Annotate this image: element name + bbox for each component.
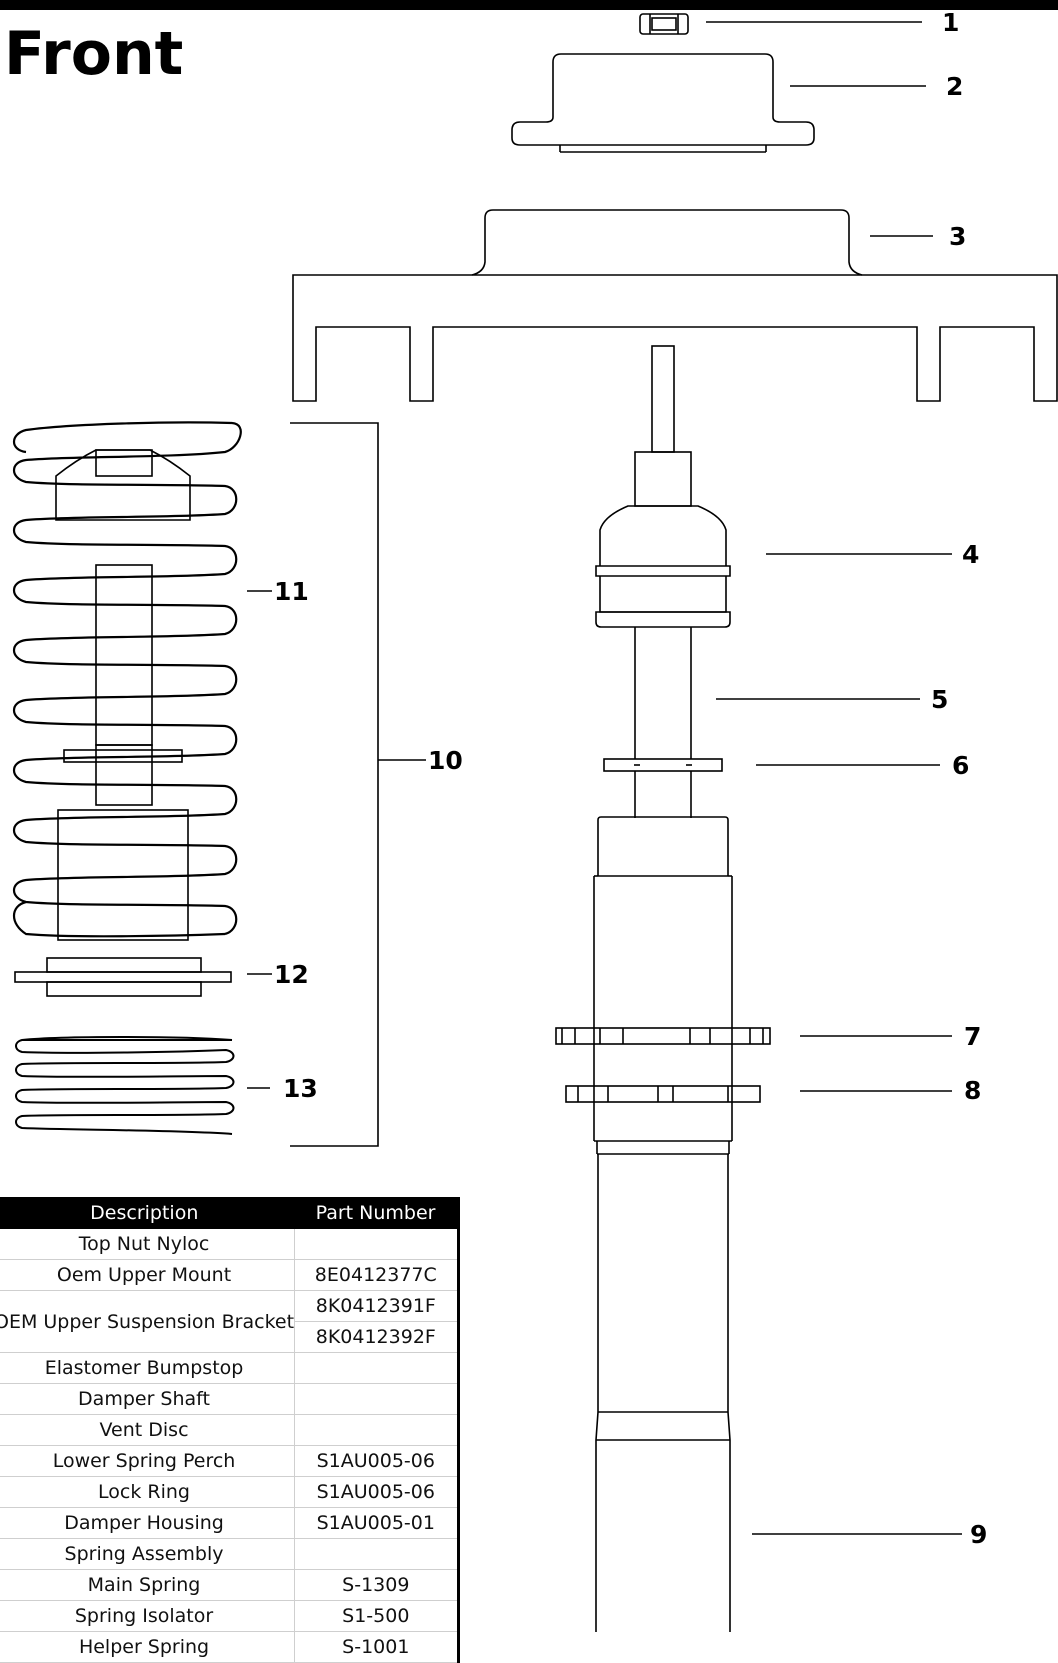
table-row: Damper Shaft (0, 1383, 460, 1415)
callout-11: 11 (274, 577, 309, 606)
vent-disc (603, 758, 723, 772)
callout-2: 2 (946, 72, 963, 101)
row-part-number (294, 1383, 460, 1415)
row-description: Main Spring (0, 1569, 296, 1601)
row-part-number: S-1309 (294, 1569, 460, 1601)
table-row: Main Spring S-1309 (0, 1569, 460, 1601)
table-row: Top Nut Nyloc (0, 1229, 460, 1260)
parts-table-header: Description Part Number (0, 1197, 460, 1229)
row-part-number: 8K0412391F (294, 1290, 460, 1322)
row-part-number: S1AU005-06 (294, 1476, 460, 1508)
callout-6: 6 (952, 751, 969, 780)
damper-housing (593, 816, 733, 1632)
table-row: 8K0412392F (0, 1321, 460, 1353)
table-row: Spring Assembly (0, 1538, 460, 1570)
table-row: Helper Spring S-1001 (0, 1631, 460, 1663)
row-description: Lock Ring (0, 1476, 296, 1508)
row-part-number: S1AU005-06 (294, 1445, 460, 1477)
table-row: Damper Housing S1AU005-01 (0, 1507, 460, 1539)
row-description: Lower Spring Perch (0, 1445, 296, 1477)
row-part-number (294, 1414, 460, 1446)
top-border (0, 0, 1058, 10)
lock-ring (565, 1085, 761, 1103)
table-row: Elastomer Bumpstop (0, 1352, 460, 1384)
page-title: Front (4, 19, 184, 89)
top-nut-nyloc (639, 13, 689, 35)
callout-10: 10 (428, 746, 463, 775)
lower-spring-perch (555, 1027, 771, 1045)
upper-mount (511, 53, 815, 153)
row-description: Elastomer Bumpstop (0, 1352, 296, 1384)
header-description: Description (0, 1197, 295, 1229)
row-part-number (294, 1538, 460, 1570)
callout-5: 5 (931, 685, 948, 714)
header-part-number: Part Number (294, 1197, 460, 1229)
row-description: Spring Assembly (0, 1538, 296, 1570)
callout-8: 8 (964, 1076, 981, 1105)
helper-spring (15, 1036, 235, 1135)
table-row: Lower Spring Perch S1AU005-06 (0, 1445, 460, 1477)
callout-13: 13 (283, 1074, 318, 1103)
row-part-number: S1-500 (294, 1600, 460, 1632)
spring-assembly-bracket (290, 422, 426, 1147)
parts-table: Description Part Number Top Nut Nyloc Oe… (0, 1197, 460, 1663)
spring-isolator (14, 957, 232, 997)
table-row: OEM Upper Suspension Bracket 8K0412391F (0, 1290, 460, 1353)
callout-12: 12 (274, 960, 309, 989)
row-part-number: 8E0412377C (294, 1259, 460, 1291)
callout-7: 7 (964, 1022, 981, 1051)
callout-4: 4 (962, 540, 979, 569)
damper-shaft (634, 345, 692, 818)
table-row: Vent Disc (0, 1414, 460, 1446)
leader-lines (247, 21, 962, 1535)
callout-9: 9 (970, 1520, 987, 1549)
row-description: Oem Upper Mount (0, 1259, 296, 1291)
elastomer-bumpstop (595, 505, 731, 628)
row-description: Vent Disc (0, 1414, 296, 1446)
table-row: Spring Isolator S1-500 (0, 1600, 460, 1632)
row-description: Top Nut Nyloc (0, 1229, 296, 1260)
row-part-number (294, 1352, 460, 1384)
row-description: Spring Isolator (0, 1600, 296, 1632)
row-part-number (294, 1229, 460, 1260)
row-part-number: 8K0412392F (294, 1321, 460, 1353)
row-part-number: S-1001 (294, 1631, 460, 1663)
row-description: Damper Housing (0, 1507, 296, 1539)
main-spring (12, 421, 242, 941)
table-row: Oem Upper Mount 8E0412377C (0, 1259, 460, 1291)
row-description: Helper Spring (0, 1631, 296, 1663)
upper-suspension-bracket (292, 209, 1058, 402)
row-description: OEM Upper Suspension Bracket (0, 1290, 296, 1353)
row-description: Damper Shaft (0, 1383, 296, 1415)
table-row: Lock Ring S1AU005-06 (0, 1476, 460, 1508)
callout-3: 3 (949, 222, 966, 251)
row-part-number: S1AU005-01 (294, 1507, 460, 1539)
callout-1: 1 (942, 8, 959, 37)
